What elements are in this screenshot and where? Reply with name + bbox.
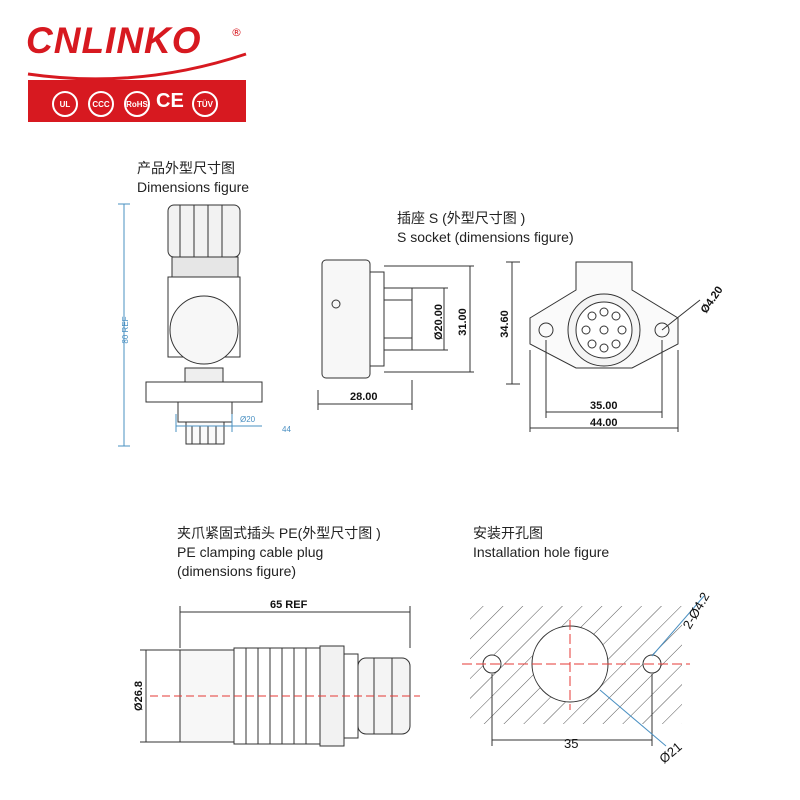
registered-mark: ®	[231, 26, 242, 39]
brand-name: CNLINKO	[26, 20, 202, 61]
plug-length-label: 65 REF	[270, 599, 308, 611]
socket-h34-label: 34.60	[499, 310, 511, 338]
socket-h31-label: 31.00	[457, 308, 469, 336]
socket-caption: 插座 S (外型尺寸图 )S socket (dimensions figure…	[397, 210, 574, 245]
height-label: 80 REF	[121, 316, 130, 343]
socket-d20-label: Ø20.00	[433, 304, 445, 340]
tuv-cert-icon: TÜV	[192, 91, 218, 117]
socket-w35-label: 35.00	[590, 400, 618, 412]
socket-side-view	[317, 259, 474, 410]
socket-front-view	[506, 261, 701, 432]
ccc-cert-icon: CCC	[88, 91, 114, 117]
logo-swoosh	[27, 52, 247, 81]
plug-drawing	[140, 606, 420, 747]
socket-w44-label: 44.00	[590, 417, 618, 429]
install-pitch-label: 35	[564, 736, 578, 751]
socket-hole-label: Ø4.20	[699, 284, 726, 315]
assembled-connector-drawing	[118, 203, 263, 447]
diameter-label: Ø20	[240, 415, 256, 424]
ce-cert-icon: CE	[156, 90, 184, 112]
rohs-cert-icon: RoHS	[124, 91, 150, 117]
plug-caption: 夹爪紧固式插头 PE(外型尺寸图 )PE clamping cable plug…	[177, 525, 381, 579]
brand-logo	[18, 12, 247, 124]
ul-cert-icon: UL	[52, 91, 78, 117]
install-diameter-label: Ø21	[656, 739, 684, 766]
socket-l28-label: 28.00	[350, 391, 378, 403]
install-holes-label: 2-Ø4.2	[680, 590, 713, 632]
install-hole-drawing	[462, 595, 705, 747]
plug-diameter-label: Ø26.8	[133, 681, 145, 711]
width-label: 44	[282, 425, 291, 434]
